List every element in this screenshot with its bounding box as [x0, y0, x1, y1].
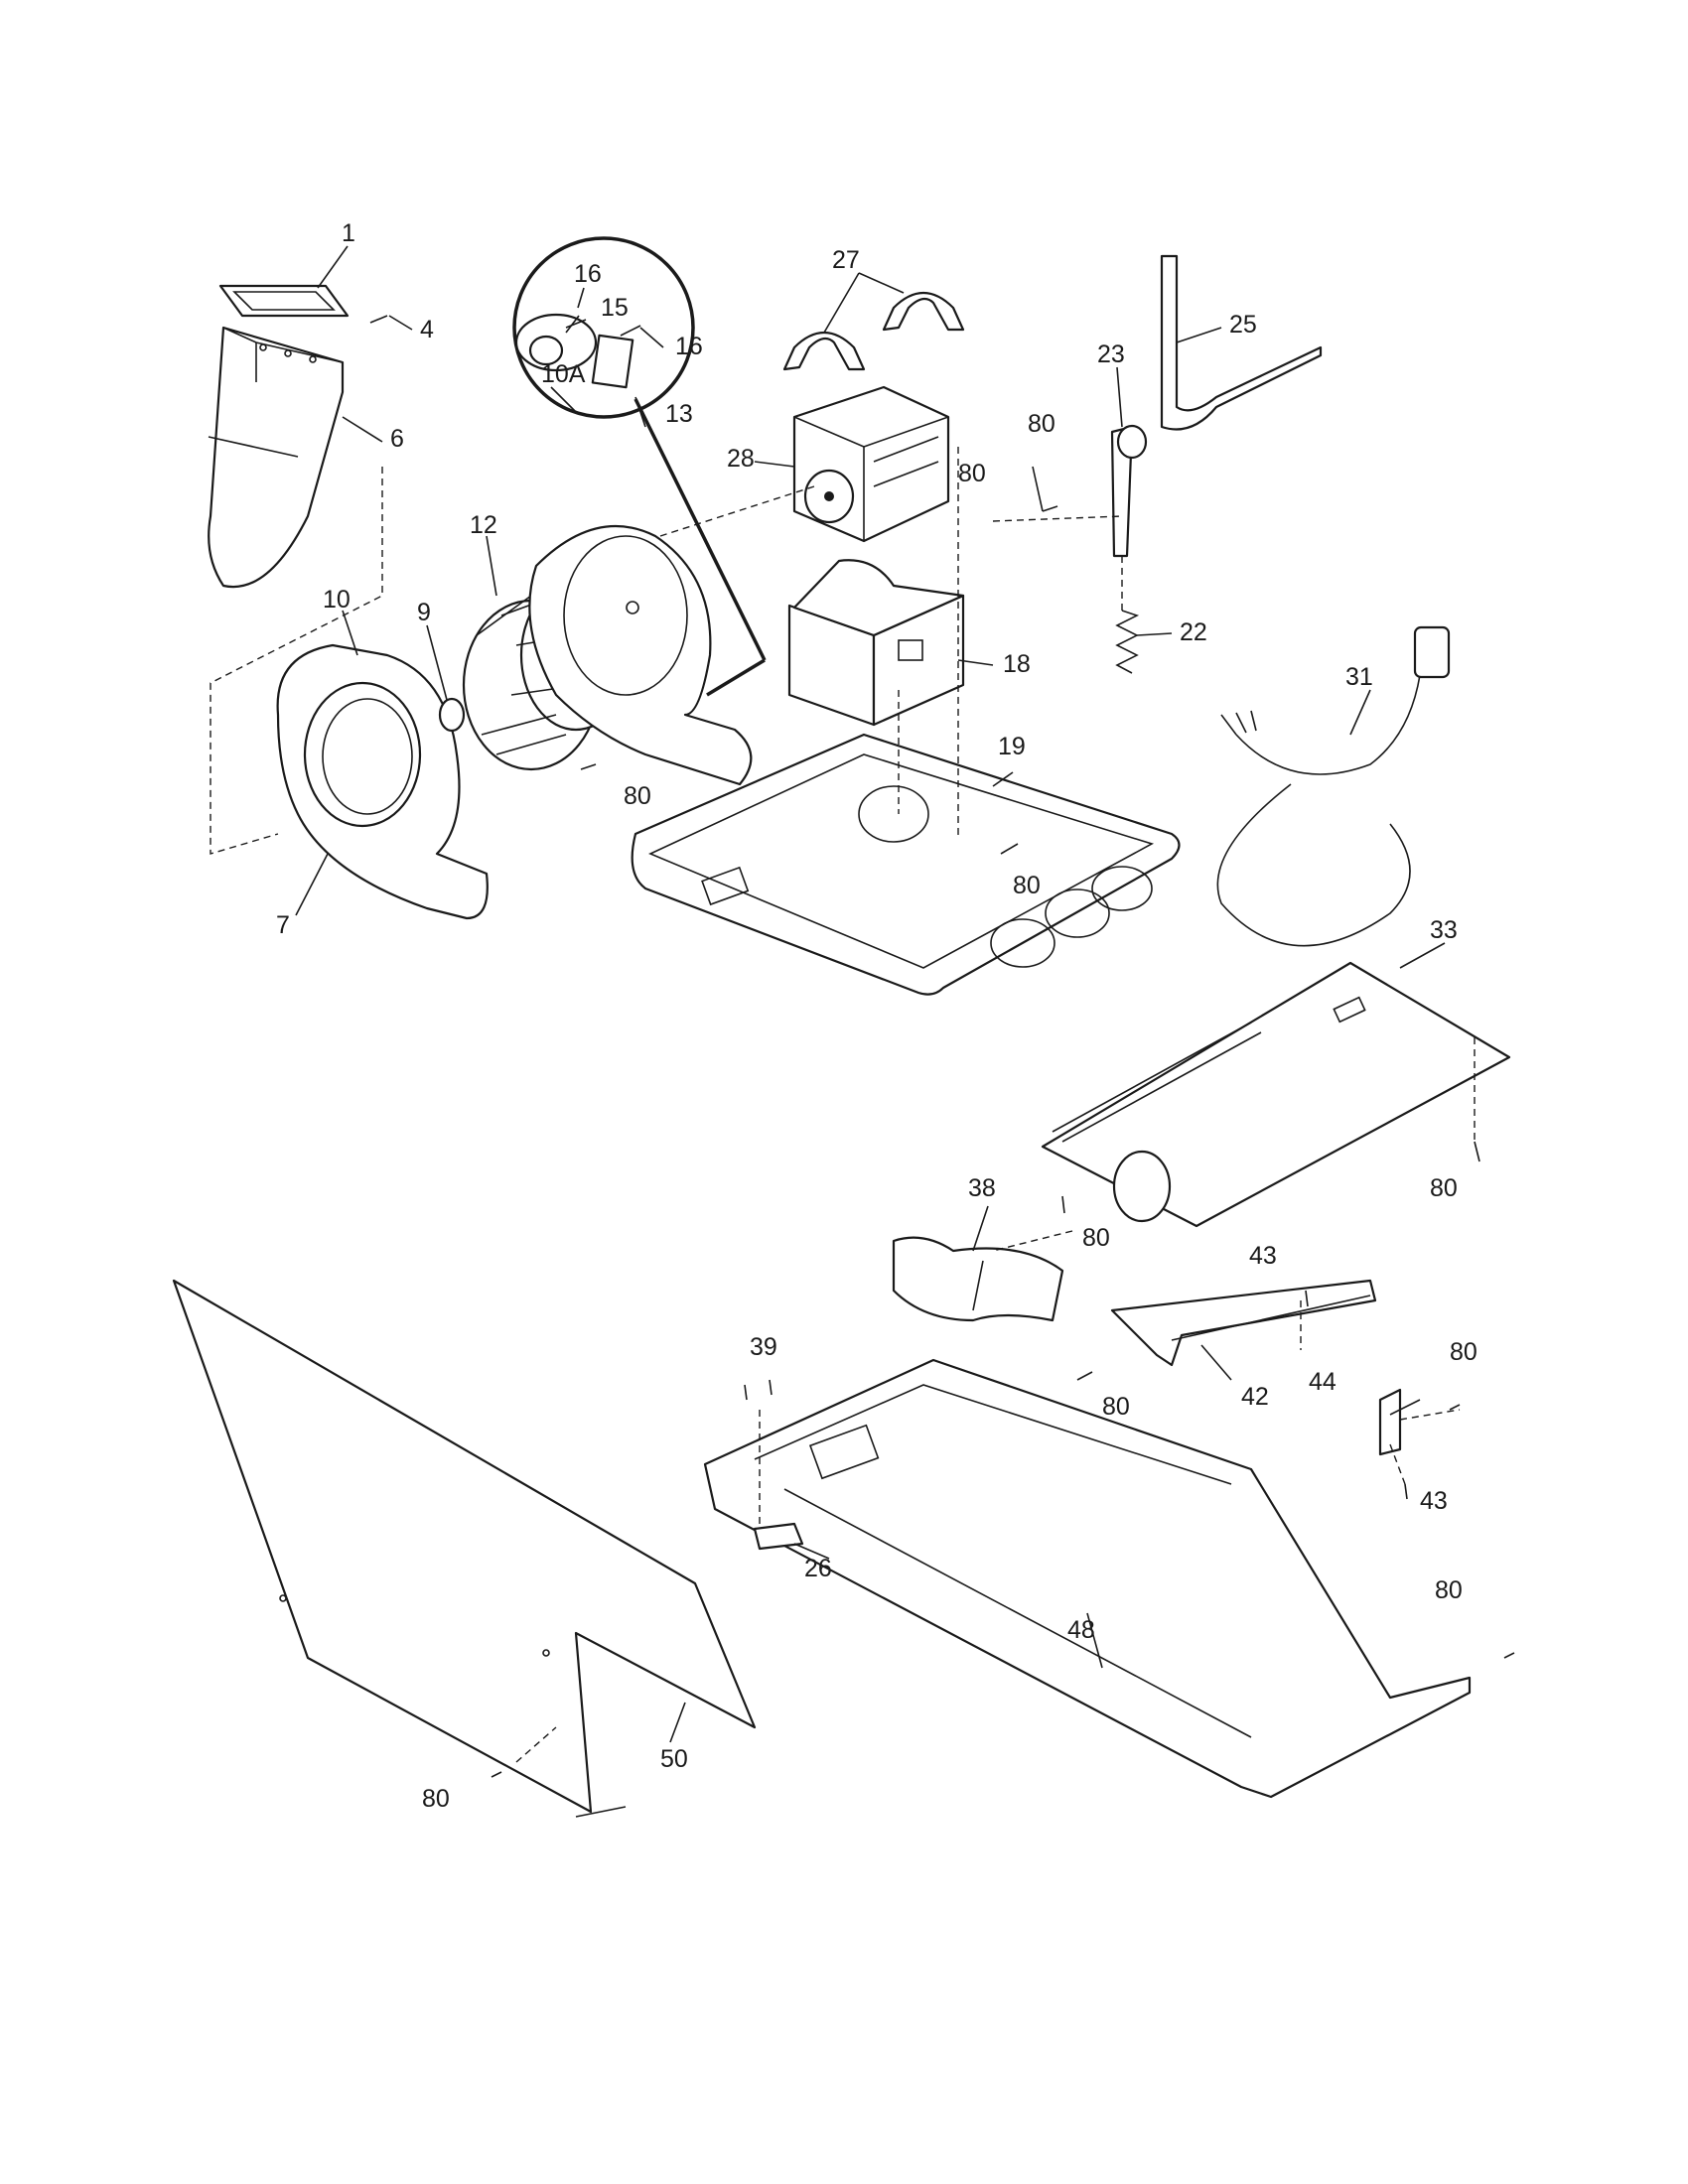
- label-part-42: 42: [1241, 1383, 1269, 1411]
- label-part-19: 19: [998, 733, 1026, 760]
- leader-lines: [295, 245, 1446, 1818]
- label-part-31: 31: [1345, 663, 1373, 691]
- label-part-48: 48: [1067, 1616, 1095, 1644]
- label-part-33: 33: [1430, 916, 1458, 944]
- label-screw-80-mount: 80: [958, 460, 986, 487]
- label-part-44: 44: [1309, 1368, 1336, 1396]
- part-1-seal: [218, 284, 350, 318]
- part-22-spring: [1115, 610, 1140, 674]
- label-part-50: 50: [660, 1745, 688, 1773]
- part-18-motor-mount: [787, 559, 965, 727]
- part-6-duct: [208, 326, 345, 589]
- label-part-16-top: 16: [574, 260, 602, 288]
- label-part-12: 12: [470, 511, 497, 539]
- part-42-rail: [1110, 1279, 1377, 1367]
- part-23-idler-arm: [1110, 424, 1148, 558]
- part-19-base-pan: [631, 733, 1181, 996]
- label-part-13: 13: [665, 400, 693, 428]
- label-part-9: 9: [417, 599, 431, 626]
- part-26-block: [753, 1522, 804, 1551]
- label-screw-80-channel: 80: [1435, 1576, 1463, 1604]
- label-screw-80-rail: 80: [1102, 1393, 1130, 1421]
- part-31-power-cord: [1216, 625, 1451, 947]
- label-part-1: 1: [342, 219, 355, 247]
- label-screw-80-housing: 80: [624, 782, 651, 810]
- label-part-15: 15: [601, 294, 629, 322]
- part-labels: 1 4 6 7 9 10 10A 12 13 15 16 16 18 19 22…: [276, 219, 1477, 1813]
- part-28-motor: [792, 385, 950, 543]
- part-10a-rear-housing: [528, 524, 753, 786]
- part-44-bracket: [1378, 1388, 1402, 1456]
- label-part-6: 6: [390, 425, 404, 453]
- label-screw-80-cover-right: 80: [1430, 1174, 1458, 1202]
- label-part-10: 10: [323, 586, 351, 614]
- label-part-38: 38: [968, 1174, 996, 1202]
- label-part-43-top: 43: [1249, 1242, 1277, 1270]
- part-25-cabinet-edge: [1160, 254, 1323, 431]
- part-38-elbow-hose: [892, 1236, 1064, 1322]
- label-part-4: 4: [420, 316, 434, 343]
- label-part-43-bottom: 43: [1420, 1487, 1448, 1515]
- label-part-28: 28: [727, 445, 755, 473]
- part-9-ring: [438, 697, 466, 733]
- label-part-25: 25: [1229, 311, 1257, 339]
- label-screw-80-cover-left: 80: [1082, 1224, 1110, 1252]
- label-screw-80-pan: 80: [1013, 872, 1041, 899]
- part-27-motor-clips: [782, 292, 965, 371]
- screws: [369, 315, 1515, 1778]
- label-screw-80-panel: 80: [422, 1785, 450, 1813]
- assembly-dashes: [515, 447, 1476, 1763]
- label-part-27: 27: [832, 246, 860, 274]
- label-part-39: 39: [750, 1333, 777, 1361]
- label-part-22: 22: [1180, 618, 1207, 646]
- part-50-back-panel: [172, 1279, 757, 1814]
- detail-circle-bearing: [512, 236, 767, 697]
- label-part-10a: 10A: [541, 360, 586, 388]
- part-33-duct-cover: [1041, 961, 1511, 1228]
- part-48-base-channel: [703, 1358, 1472, 1799]
- part-7-blower-housing: [276, 643, 489, 920]
- label-part-23: 23: [1097, 341, 1125, 368]
- label-part-26: 26: [804, 1555, 832, 1582]
- label-part-16-right: 16: [675, 333, 703, 360]
- label-screw-80-bracket: 80: [1450, 1338, 1477, 1366]
- label-part-18: 18: [1003, 650, 1031, 678]
- label-part-7: 7: [276, 911, 290, 939]
- alignment-dashes-left: [210, 467, 383, 855]
- label-screw-80-motor: 80: [1028, 410, 1055, 438]
